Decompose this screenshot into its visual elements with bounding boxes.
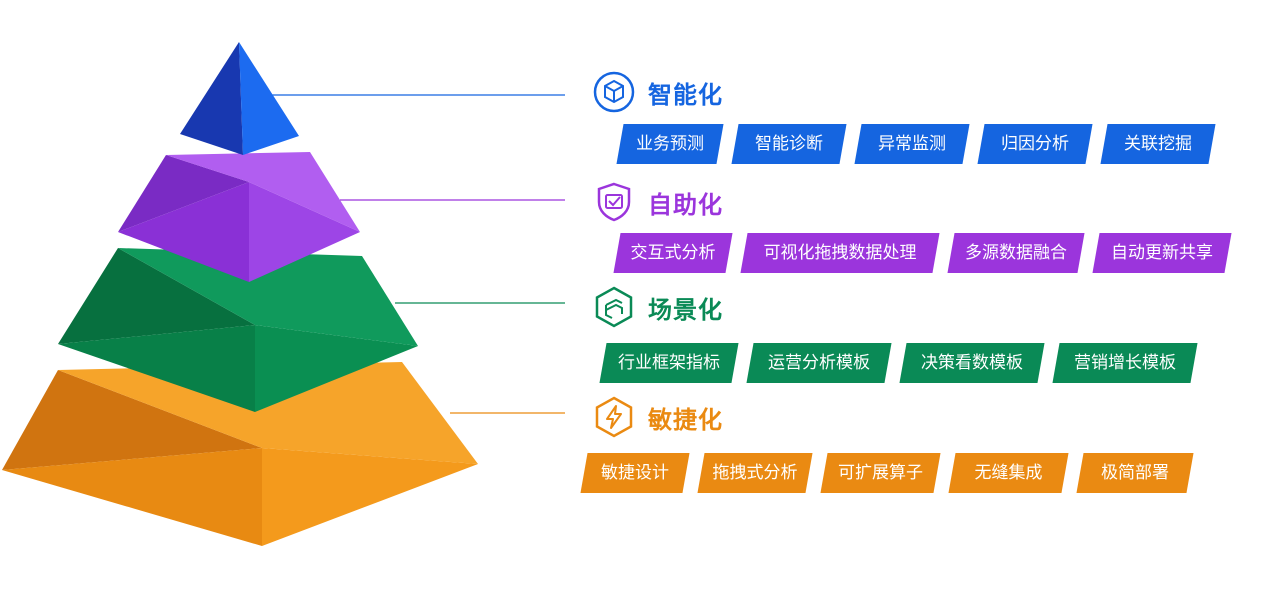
shield-check-icon: [597, 182, 631, 222]
level-label-intelligent: 智能化: [648, 80, 723, 109]
tag-row-self-service: 交互式分析 可视化拖拽数据处理 多源数据融合 自动更新共享: [617, 233, 1243, 273]
level-title-intelligent: 智能化: [592, 70, 723, 114]
tag-agile-design: 敏捷设计: [584, 453, 686, 493]
tag-extensible-operators: 可扩展算子: [824, 453, 937, 493]
tag-interactive-analysis: 交互式分析: [617, 233, 729, 273]
tag-row-scenario: 行业框架指标 运营分析模板 决策看数模板 营销增长模板: [603, 343, 1209, 383]
level-title-self-service: 自助化: [592, 180, 723, 224]
level-title-scenario: 场景化: [592, 285, 723, 329]
tag-association-mining: 关联挖掘: [1104, 124, 1212, 164]
tag-operation-template: 运营分析模板: [750, 343, 888, 383]
tag-auto-update-share: 自动更新共享: [1096, 233, 1228, 273]
pyramid-layer-intelligent: [180, 42, 299, 155]
level-label-scenario: 场景化: [648, 295, 723, 324]
tag-smart-diagnosis: 智能诊断: [735, 124, 843, 164]
tag-visual-drag-processing: 可视化拖拽数据处理: [744, 233, 936, 273]
lightning-hexagon-icon: [595, 396, 633, 438]
pyramid-layer-agile: [2, 362, 478, 546]
tag-multi-source-fusion: 多源数据融合: [951, 233, 1081, 273]
level-label-agile: 敏捷化: [648, 405, 723, 434]
tag-drag-analysis: 拖拽式分析: [701, 453, 809, 493]
level-label-self-service: 自助化: [648, 190, 723, 219]
level-title-agile: 敏捷化: [592, 395, 723, 439]
pyramid-layer-self-service: [118, 152, 360, 282]
tag-minimal-deployment: 极简部署: [1080, 453, 1190, 493]
tag-marketing-template: 营销增长模板: [1056, 343, 1194, 383]
pyramid-layer-scenario: [58, 248, 418, 412]
tag-seamless-integration: 无缝集成: [952, 453, 1065, 493]
tag-anomaly-detection: 异常监测: [858, 124, 966, 164]
cube-hexagon-icon: [593, 71, 635, 113]
tag-industry-framework: 行业框架指标: [603, 343, 735, 383]
layered-hexagon-icon: [595, 286, 633, 328]
tag-row-agile: 敏捷设计 拖拽式分析 可扩展算子 无缝集成 极简部署: [584, 453, 1205, 493]
tag-business-forecast: 业务预测: [620, 124, 720, 164]
tag-attribution-analysis: 归因分析: [981, 124, 1089, 164]
tag-row-intelligent: 业务预测 智能诊断 异常监测 归因分析 关联挖掘: [620, 124, 1227, 164]
tag-decision-template: 决策看数模板: [903, 343, 1041, 383]
